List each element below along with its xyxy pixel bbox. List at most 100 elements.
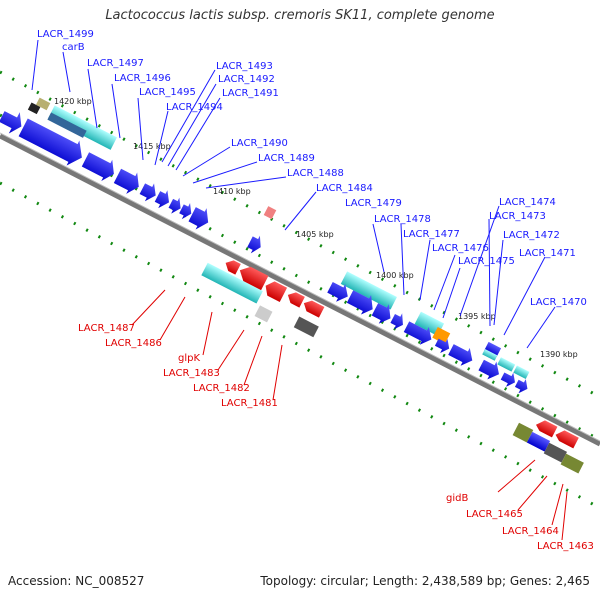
map-title: Lactococcus lactis subsp. cremoris SK11,… [105, 8, 495, 23]
gene-arrow-lacr-1497 [81, 152, 114, 182]
gene-label[interactable]: LACR_1482 [193, 383, 250, 394]
gene-label[interactable]: LACR_1483 [163, 368, 220, 379]
genome-summary-text: Topology: circular; Length: 2,438,589 bp… [260, 574, 590, 588]
gene-label[interactable]: LACR_1487 [78, 323, 135, 334]
gene-box [484, 341, 502, 358]
scale-label: 1405 kbp [296, 230, 334, 239]
gene-label[interactable]: LACR_1470 [530, 297, 587, 308]
scale-label: 1410 kbp [213, 187, 251, 196]
scale-label: 1395 kbp [458, 312, 496, 321]
gene-box-lacr-1484 [263, 206, 277, 220]
gene-arrow-lacr-1492 [179, 203, 192, 220]
scale-label: 1400 kbp [376, 271, 414, 280]
tick-row-outer [0, 70, 600, 399]
genome-backbone [0, 133, 600, 447]
gene-label[interactable]: glpK [178, 353, 200, 364]
gene-label[interactable]: carB [62, 42, 85, 53]
gene-box-lacr-1470 [513, 365, 530, 379]
scale-label: 1390 kbp [540, 350, 578, 359]
gene-arrow [287, 292, 305, 308]
gene-arrow [303, 300, 325, 318]
top-callout-lines [31, 39, 556, 349]
gene-label[interactable]: LACR_1463 [537, 541, 594, 552]
gene-label[interactable]: LACR_1474 [499, 197, 556, 208]
genome-backbone-highlight [0, 132, 600, 442]
gene-label[interactable]: LACR_1473 [489, 211, 546, 222]
gene-label[interactable]: LACR_1475 [458, 256, 515, 267]
gene-arrow-lacr-1493 [168, 197, 181, 214]
gene-arrow-lacr-1491 [188, 207, 209, 230]
gene-label[interactable]: LACR_1472 [503, 230, 560, 241]
gene-box-lacr-1486 [201, 262, 263, 304]
gene-arrow-lacr-1474 [403, 321, 432, 345]
gene-arrow [555, 430, 579, 449]
gene-label[interactable]: LACR_1477 [403, 229, 460, 240]
gene-box-lacr-1471 [497, 357, 516, 372]
bottom-gene-labels: LACR_1487 LACR_1486 glpK LACR_1483 LACR_… [78, 323, 594, 552]
gene-arrow-lacr-1478 [327, 282, 348, 302]
gene-box [27, 102, 41, 115]
gene-label[interactable]: LACR_1484 [316, 183, 373, 194]
gene-box-lacr-1472 [482, 348, 498, 361]
accession-text: Accession: NC_008527 [8, 574, 145, 588]
gene-label[interactable]: LACR_1478 [374, 214, 431, 225]
gene-box-lacr-1463 [543, 442, 568, 463]
gene-box-lacr-1481 [293, 316, 319, 338]
gene-arrow-glpk [239, 266, 269, 291]
gene-label[interactable]: LACR_1491 [222, 88, 279, 99]
gene-box [47, 112, 87, 138]
gene-arrow-lacr-1477 [346, 290, 373, 315]
gene-label[interactable]: LACR_1471 [519, 248, 576, 259]
gene-arrow-lacr-1473 [448, 344, 473, 366]
gene-box-lacr-1464 [526, 431, 551, 452]
scale-labels: 1420 kbp 1415 kbp 1410 kbp 1405 kbp 1400… [54, 97, 578, 359]
top-gene-labels: LACR_1499 carB LACR_1497 LACR_1496 LACR_… [37, 29, 587, 308]
gene-arrow-lacr-1496 [113, 168, 139, 194]
gene-box-lacr-1465 [512, 422, 534, 443]
gene-label[interactable]: LACR_1495 [139, 87, 196, 98]
gene-arrow [0, 111, 22, 134]
gene-arrow-lacr-1476 [371, 303, 391, 324]
gene-label[interactable]: LACR_1476 [432, 243, 489, 254]
gene-label[interactable]: LACR_1499 [37, 29, 94, 40]
gene-label[interactable]: LACR_1481 [221, 398, 278, 409]
gene-arrow [500, 372, 515, 387]
scale-label: 1415 kbp [133, 142, 171, 151]
gene-label[interactable]: LACR_1492 [218, 74, 275, 85]
gene-label[interactable]: LACR_1465 [466, 509, 523, 520]
gene-box-lacr-1499 [48, 105, 117, 150]
gene-label[interactable]: LACR_1488 [287, 168, 344, 179]
gene-arrow [434, 338, 450, 353]
gene-box [560, 453, 584, 474]
forward-strand-genes [0, 97, 530, 394]
gene-label[interactable]: LACR_1497 [87, 58, 144, 69]
bottom-callout-lines [131, 289, 568, 541]
gene-label[interactable]: LACR_1490 [231, 138, 288, 149]
gene-label[interactable]: LACR_1494 [166, 102, 223, 113]
gene-arrow-carb [18, 118, 82, 166]
gene-arrow [478, 359, 499, 380]
gene-label[interactable]: LACR_1464 [502, 526, 559, 537]
tick-row-bottom [0, 181, 600, 510]
gene-label[interactable]: LACR_1489 [258, 153, 315, 164]
reverse-strand-genes [201, 260, 584, 474]
gene-box [35, 97, 51, 111]
gene-arrow [514, 378, 528, 394]
gene-box-lacr-1482 [254, 305, 273, 323]
gene-arrow-gidb [535, 420, 558, 438]
gene-arrow-lacr-1487 [225, 260, 241, 275]
gene-label[interactable]: LACR_1496 [114, 73, 171, 84]
gene-arrow [247, 235, 261, 254]
gene-label[interactable]: gidB [446, 493, 468, 504]
gene-label[interactable]: LACR_1486 [105, 338, 162, 349]
gene-arrow-lacr-1494 [154, 190, 170, 209]
gene-label[interactable]: LACR_1479 [345, 198, 402, 209]
gene-box-lacr-1479 [340, 271, 397, 310]
gene-box-orange [432, 327, 451, 345]
gene-label[interactable]: LACR_1493 [216, 61, 273, 72]
gene-arrow-lacr-1483 [265, 281, 288, 302]
gene-arrow-lacr-1495 [139, 183, 156, 202]
gene-arrow [390, 313, 403, 330]
scale-label: 1420 kbp [54, 97, 92, 106]
